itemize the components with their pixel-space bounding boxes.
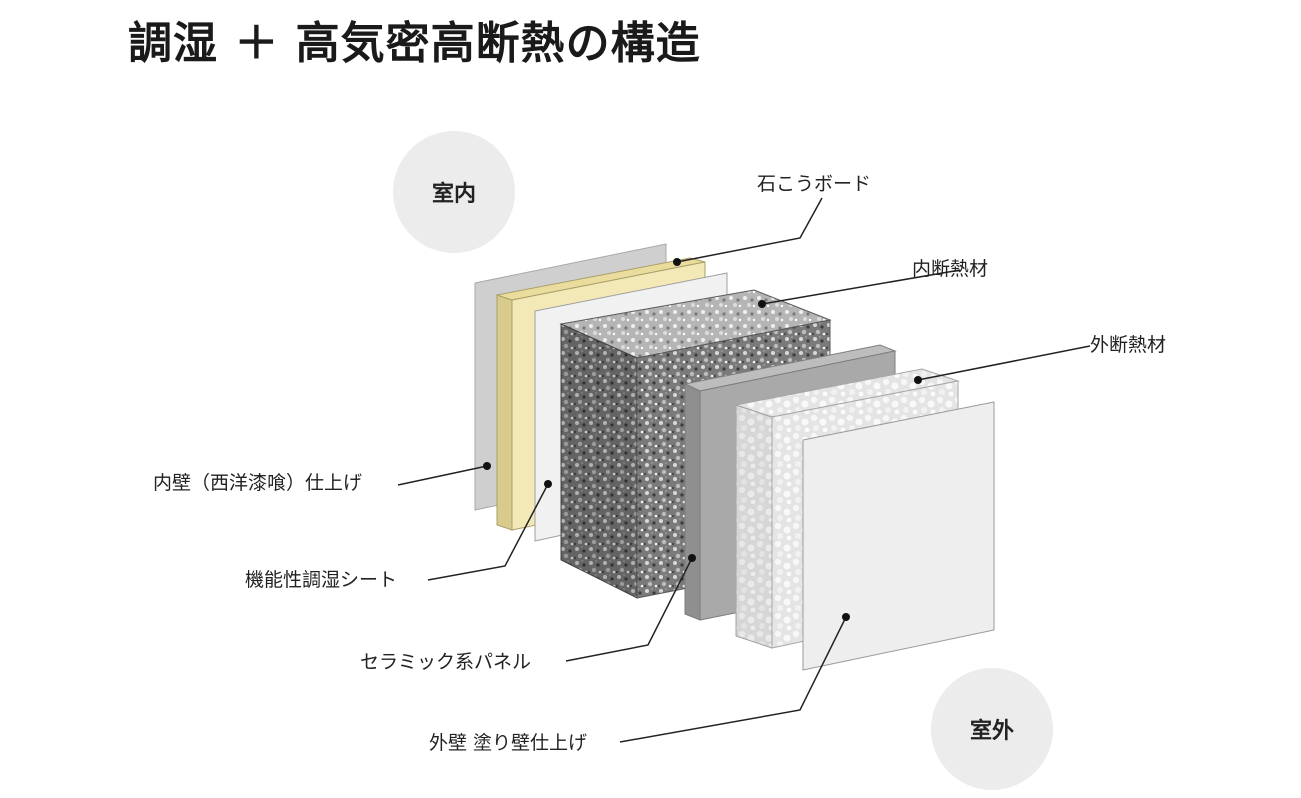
dot-inner-wall-finish <box>483 462 491 470</box>
leader-inner-insulation <box>761 269 961 305</box>
label-ceramic-panel: セラミック系パネル <box>360 651 532 673</box>
label-inner-insulation: 内断熱材 <box>912 258 989 280</box>
dot-inner-insulation <box>758 300 766 308</box>
leader-outer-wall-finish <box>619 616 847 743</box>
outer-wall-finish-layer <box>802 401 995 671</box>
dot-ceramic-panel <box>688 554 696 562</box>
indoor-zone-circle: 室内 <box>393 131 515 253</box>
indoor-zone-label: 室内 <box>431 182 476 207</box>
dot-outer-insulation <box>914 376 922 384</box>
leader-ceramic-panel <box>565 557 693 662</box>
dot-outer-wall-finish <box>842 613 850 621</box>
leader-inner-wall-finish <box>397 465 488 486</box>
leader-dots <box>483 258 922 621</box>
label-inner-wall-finish: 内壁（西洋漆喰）仕上げ <box>153 472 363 494</box>
leader-lines <box>397 197 1091 743</box>
dot-humidity-sheet <box>544 480 552 488</box>
label-gypsum-board: 石こうボード <box>757 173 872 195</box>
page-title: 調湿 ＋ 高気密高断熱の構造 <box>128 18 701 69</box>
leader-gypsum-board <box>676 197 823 263</box>
leader-humidity-sheet <box>427 483 549 581</box>
outdoor-zone-label: 室外 <box>969 719 1014 744</box>
label-outer-insulation: 外断熱材 <box>1090 334 1167 356</box>
dot-gypsum-board <box>673 258 681 266</box>
label-outer-wall-finish: 外壁 塗り壁仕上げ <box>429 732 588 754</box>
outdoor-zone-circle: 室外 <box>931 668 1053 790</box>
label-humidity-sheet: 機能性調湿シート <box>245 569 398 591</box>
leader-outer-insulation <box>917 345 1091 381</box>
